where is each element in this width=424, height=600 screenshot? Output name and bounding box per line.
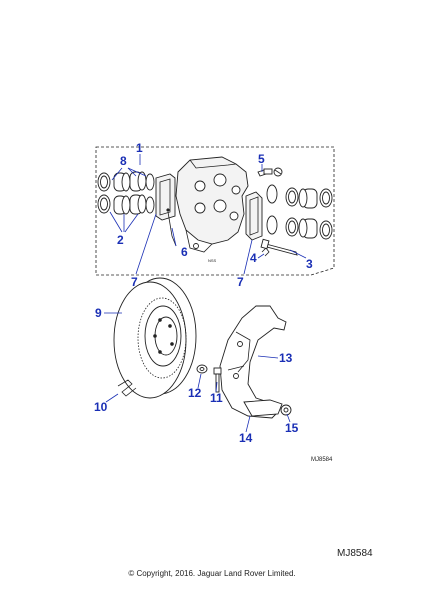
footer-reference: MJ8584	[337, 548, 373, 559]
callout-13: 13	[279, 351, 293, 365]
callout-10: 10	[94, 400, 108, 414]
left-piston-seals	[97, 171, 155, 215]
callout-11: 11	[210, 391, 223, 405]
callout-7a: 7	[131, 275, 138, 289]
caliper-body: NSS	[175, 156, 249, 263]
left-brake-pad	[155, 173, 177, 247]
right-piston-seals	[266, 184, 333, 240]
leader-lines	[104, 154, 307, 433]
kit-boundary	[95, 146, 335, 276]
guide-pin	[260, 238, 298, 256]
callout-8: 8	[120, 154, 127, 168]
shield-bolt	[213, 367, 222, 393]
brake-disc	[113, 277, 197, 399]
callout-6: 6	[181, 245, 188, 259]
callout-15: 15	[285, 421, 299, 435]
caliper-ref-text: NSS	[208, 258, 217, 263]
callout-3: 3	[306, 257, 313, 271]
right-brake-pad	[245, 191, 263, 241]
callout-4: 4	[250, 251, 257, 265]
callout-labels: 1 8 2 6 7 7 5 3 4 9 10 11 12 13 14 15	[94, 141, 313, 445]
shield-nut	[280, 404, 292, 416]
disc-retaining-clip	[117, 379, 137, 397]
retaining-clip	[261, 247, 270, 257]
splash-shield	[219, 305, 287, 419]
copyright-notice: © Copyright, 2016. Jaguar Land Rover Lim…	[128, 569, 296, 578]
callout-12: 12	[188, 386, 202, 400]
callout-14: 14	[239, 431, 253, 445]
callout-9: 9	[95, 306, 102, 320]
callout-2: 2	[117, 233, 124, 247]
washer	[196, 364, 208, 374]
callout-5: 5	[258, 152, 265, 166]
callout-1: 1	[136, 141, 143, 155]
bleed-screw	[257, 167, 283, 177]
diagram-ref: MJ8584	[311, 457, 333, 463]
callout-7b: 7	[237, 275, 244, 289]
